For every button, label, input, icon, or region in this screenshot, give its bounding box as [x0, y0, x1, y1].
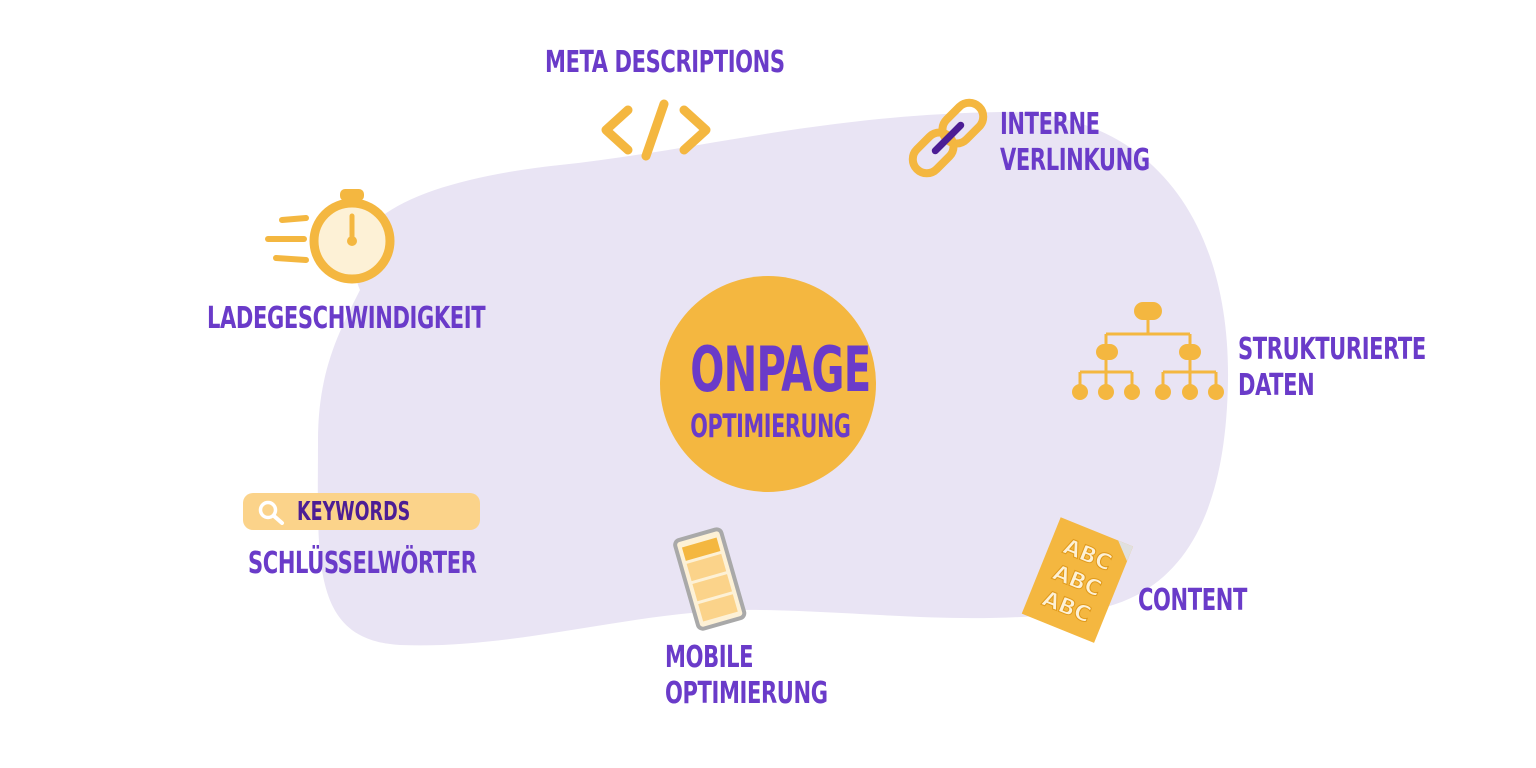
- search-icon: [258, 500, 284, 525]
- hierarchy-tree-icon: [1072, 302, 1224, 400]
- code-brackets-icon: [601, 99, 711, 161]
- label-strukturierte: STRUKTURIERTE: [1238, 332, 1426, 367]
- label-verlinkung: VERLINKUNG: [1000, 143, 1150, 178]
- label-mobile: MOBILE: [665, 640, 754, 675]
- text-document-icon: ABC ABC ABC: [1021, 517, 1134, 643]
- stopwatch-icon: [265, 189, 395, 284]
- label-meta-descriptions: META DESCRIPTIONS: [545, 45, 785, 80]
- label-content: CONTENT: [1138, 583, 1247, 618]
- label-interne: INTERNE: [1000, 107, 1100, 142]
- smartphone-icon: [673, 527, 747, 631]
- center-hub: ONPAGE OPTIMIERUNG: [660, 276, 876, 492]
- search-bar-text: KEYWORDS: [297, 497, 411, 527]
- label-daten: DATEN: [1238, 368, 1315, 403]
- keywords-search-bar: KEYWORDS: [243, 493, 480, 530]
- chain-link-icon: [908, 98, 988, 178]
- label-ladegeschwindigkeit: LADEGESCHWINDIGKEIT: [207, 301, 486, 336]
- hub-title: ONPAGE: [690, 333, 871, 406]
- hub-subtitle: OPTIMIERUNG: [690, 407, 851, 445]
- label-schluesselwoerter: SCHLÜSSELWÖRTER: [248, 546, 477, 581]
- label-mobile-optimierung: OPTIMIERUNG: [665, 676, 828, 711]
